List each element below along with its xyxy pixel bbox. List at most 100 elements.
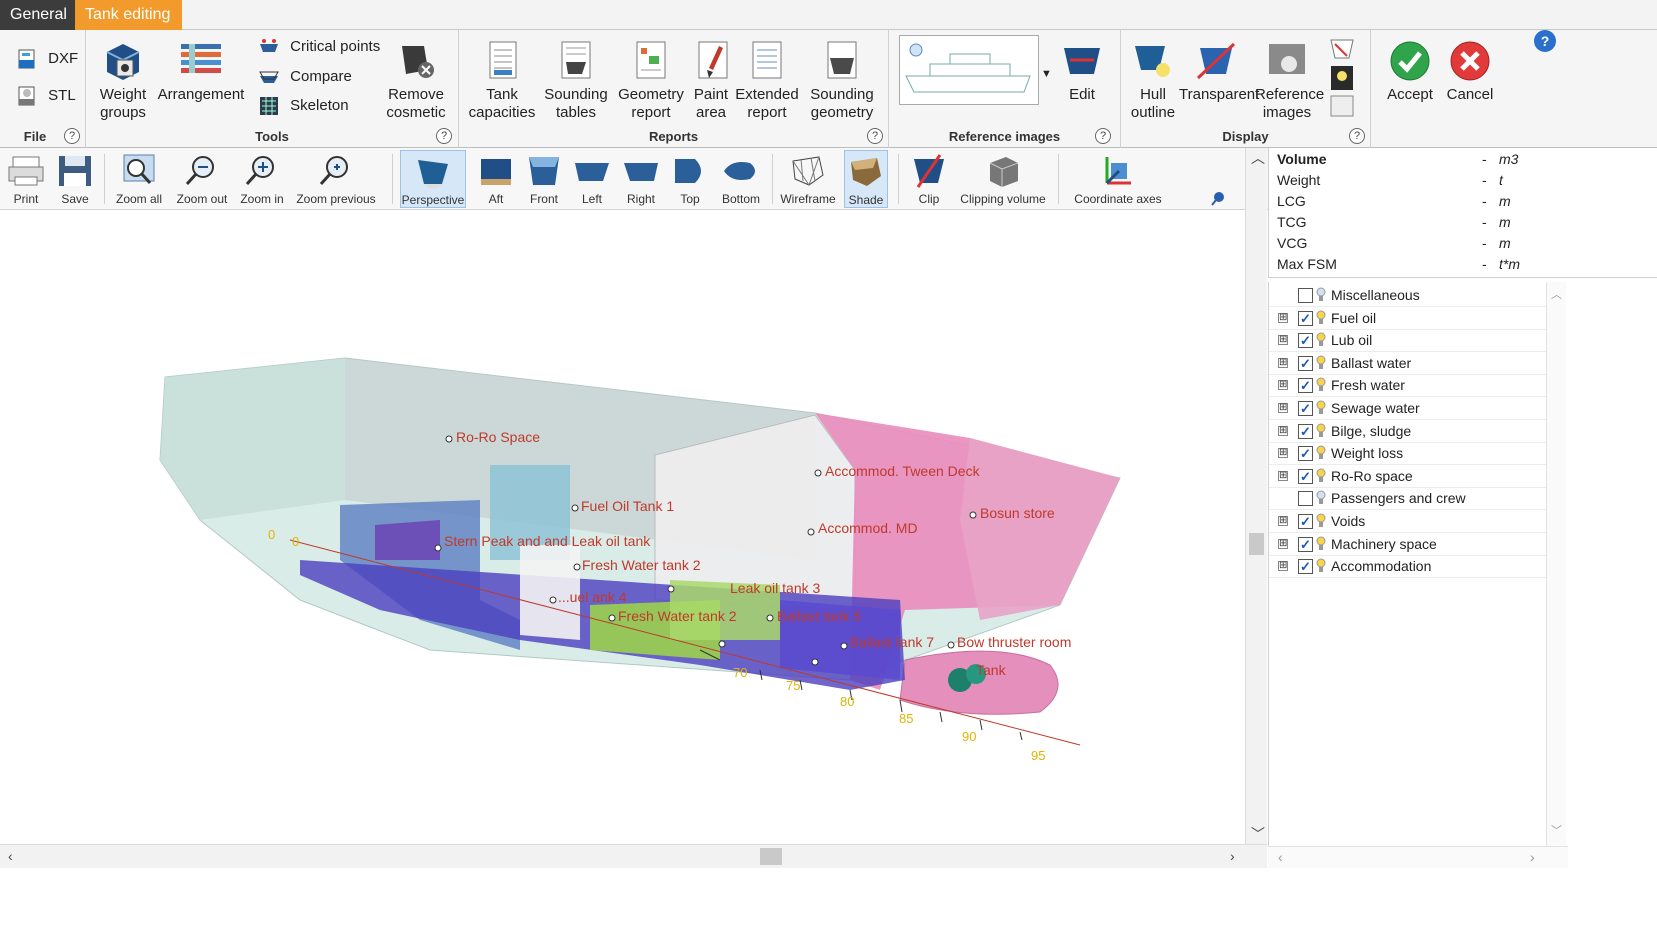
sounding-tables-button[interactable]: Sounding tables (541, 40, 611, 122)
layers-horizontal-scrollbar[interactable]: ‹ › (1268, 846, 1568, 868)
reports-help-icon[interactable]: ? (867, 128, 883, 144)
scroll-thumb[interactable] (760, 848, 782, 865)
layer-row[interactable]: ⊞✓Bilge, sludge (1269, 420, 1549, 443)
bottom-view-button[interactable]: Bottom (716, 150, 766, 208)
viewport-horizontal-scrollbar[interactable]: ‹ › (0, 844, 1267, 868)
ship-model[interactable]: Ro-Ro Space Accommod. Tween Deck Fuel Oi… (0, 210, 1245, 844)
layer-row[interactable]: ⊞✓Fresh water (1269, 374, 1549, 398)
tools-help-icon[interactable]: ? (436, 128, 452, 144)
scroll-down-icon[interactable]: ﹀ (1551, 825, 1562, 837)
expand-icon[interactable]: ⊞ (1278, 334, 1288, 346)
tab-tank-editing[interactable]: Tank editing (75, 0, 182, 30)
3d-viewport[interactable]: Ro-Ro Space Accommod. Tween Deck Fuel Oi… (0, 210, 1245, 844)
expand-icon[interactable]: ⊞ (1278, 447, 1288, 459)
expand-icon[interactable]: ⊞ (1278, 311, 1288, 323)
layer-checkbox[interactable]: ✓ (1298, 536, 1313, 552)
lightbulb-icon[interactable] (1316, 536, 1326, 551)
expand-icon[interactable]: ⊞ (1278, 402, 1288, 413)
layer-row[interactable]: ⊞✓Voids (1269, 510, 1549, 533)
geometry-report-button[interactable]: Geometry report (614, 40, 688, 122)
display-help-icon[interactable]: ? (1349, 128, 1365, 144)
lightbulb-icon[interactable] (1316, 355, 1326, 370)
zoom-out-button[interactable]: Zoom out (174, 150, 230, 208)
left-view-button[interactable]: Left (570, 150, 614, 208)
critical-points-button[interactable]: Critical points (258, 36, 380, 58)
scroll-up-icon[interactable]: ︿ (1551, 289, 1562, 301)
zoom-all-button[interactable]: Zoom all (114, 150, 164, 208)
layer-checkbox[interactable]: ✓ (1298, 310, 1313, 326)
expand-icon[interactable]: ⊞ (1278, 537, 1288, 549)
top-view-button[interactable]: Top (668, 150, 712, 208)
clip-button[interactable]: Clip (908, 150, 950, 208)
shade-button[interactable]: Shade (844, 150, 888, 208)
lightbulb-icon[interactable] (1316, 513, 1326, 528)
tab-general[interactable]: General (0, 0, 75, 30)
coordinate-axes-button[interactable]: Coordinate axes (1070, 150, 1166, 208)
hull-outline-button[interactable]: Hull outline (1127, 40, 1179, 122)
viewport-vertical-scrollbar[interactable]: ︿ ﹀ (1245, 148, 1267, 845)
expand-icon[interactable]: ⊞ (1278, 379, 1288, 391)
layer-checkbox[interactable]: ✓ (1298, 559, 1313, 575)
lightbulb-icon[interactable] (1316, 423, 1326, 438)
lightbulb-icon[interactable] (1316, 310, 1326, 325)
wireframe-button[interactable]: Wireframe (778, 150, 838, 208)
sounding-geometry-button[interactable]: Sounding geometry (805, 40, 879, 122)
scroll-up-icon[interactable]: ︿ (1251, 150, 1265, 166)
compare-button[interactable]: Compare (258, 66, 352, 88)
expand-icon[interactable]: ⊞ (1278, 560, 1288, 572)
layer-row[interactable]: ⊞✓Weight loss (1269, 442, 1549, 466)
display-options-icon[interactable] (1327, 36, 1357, 120)
lightbulb-icon[interactable] (1316, 468, 1326, 483)
dxf-button[interactable]: DXF (16, 48, 78, 70)
lightbulb-icon[interactable] (1316, 377, 1326, 392)
print-button[interactable]: Print (4, 150, 48, 208)
extended-report-button[interactable]: Extended report (733, 40, 801, 122)
skeleton-button[interactable]: Skeleton (258, 95, 349, 117)
reference-help-icon[interactable]: ? (1095, 128, 1111, 144)
layer-row[interactable]: ⊞✓Ro-Ro space (1269, 465, 1549, 488)
zoom-in-button[interactable]: Zoom in (236, 150, 288, 208)
zoom-previous-button[interactable]: Zoom previous (294, 150, 378, 208)
scroll-down-icon[interactable]: ﹀ (1251, 826, 1265, 842)
layer-checkbox[interactable]: ✓ (1298, 355, 1313, 371)
expand-icon[interactable]: ⊞ (1278, 424, 1288, 436)
save-button[interactable]: Save (52, 150, 98, 208)
aft-view-button[interactable]: Aft (474, 150, 518, 208)
tank-capacities-button[interactable]: Tank capacities (465, 40, 539, 122)
front-view-button[interactable]: Front (522, 150, 566, 208)
paint-area-button[interactable]: Paint area (691, 40, 731, 122)
accept-button[interactable]: Accept (1380, 40, 1440, 104)
lightbulb-icon[interactable] (1316, 558, 1326, 573)
layer-row[interactable]: Passengers and crew (1269, 487, 1549, 511)
expand-icon[interactable]: ⊞ (1278, 469, 1288, 481)
remove-cosmetic-button[interactable]: Remove cosmetic (378, 40, 454, 122)
layer-row[interactable]: ⊞✓Accommodation (1269, 555, 1549, 579)
scroll-left-icon[interactable]: ‹ (8, 848, 13, 864)
layer-row[interactable]: ⊞✓Lub oil (1269, 329, 1549, 353)
layer-row[interactable]: ⊞✓Fuel oil (1269, 307, 1549, 330)
arrangement-button[interactable]: Arrangement (156, 40, 246, 104)
layers-vertical-scrollbar[interactable]: ︿ ﹀ (1546, 282, 1566, 850)
layer-checkbox[interactable] (1298, 491, 1313, 507)
layer-checkbox[interactable]: ✓ (1298, 378, 1313, 394)
layer-checkbox[interactable]: ✓ (1298, 468, 1313, 484)
layer-checkbox[interactable]: ✓ (1298, 401, 1313, 416)
reference-image-preview[interactable] (899, 35, 1039, 105)
reference-dropdown-icon[interactable]: ▼ (1041, 68, 1052, 80)
layer-row[interactable]: ⊞✓Machinery space (1269, 533, 1549, 556)
lightbulb-icon[interactable] (1316, 400, 1326, 415)
lightbulb-icon[interactable] (1316, 490, 1326, 505)
scroll-right-icon[interactable]: › (1530, 849, 1535, 865)
layer-row[interactable]: ⊞✓Sewage water (1269, 397, 1549, 420)
perspective-button[interactable]: Perspective (400, 150, 466, 208)
reference-images-display-button[interactable]: Reference images (1255, 40, 1324, 122)
expand-icon[interactable]: ⊞ (1278, 515, 1288, 526)
lightbulb-icon[interactable] (1316, 287, 1326, 302)
layer-row[interactable]: Miscellaneous (1269, 284, 1549, 307)
file-help-icon[interactable]: ? (64, 128, 80, 144)
cancel-button[interactable]: Cancel (1440, 40, 1500, 104)
transparent-button[interactable]: Transparent (1179, 40, 1259, 104)
layer-checkbox[interactable]: ✓ (1298, 446, 1313, 462)
layer-row[interactable]: ⊞✓Ballast water (1269, 352, 1549, 375)
scroll-right-icon[interactable]: › (1230, 848, 1235, 864)
